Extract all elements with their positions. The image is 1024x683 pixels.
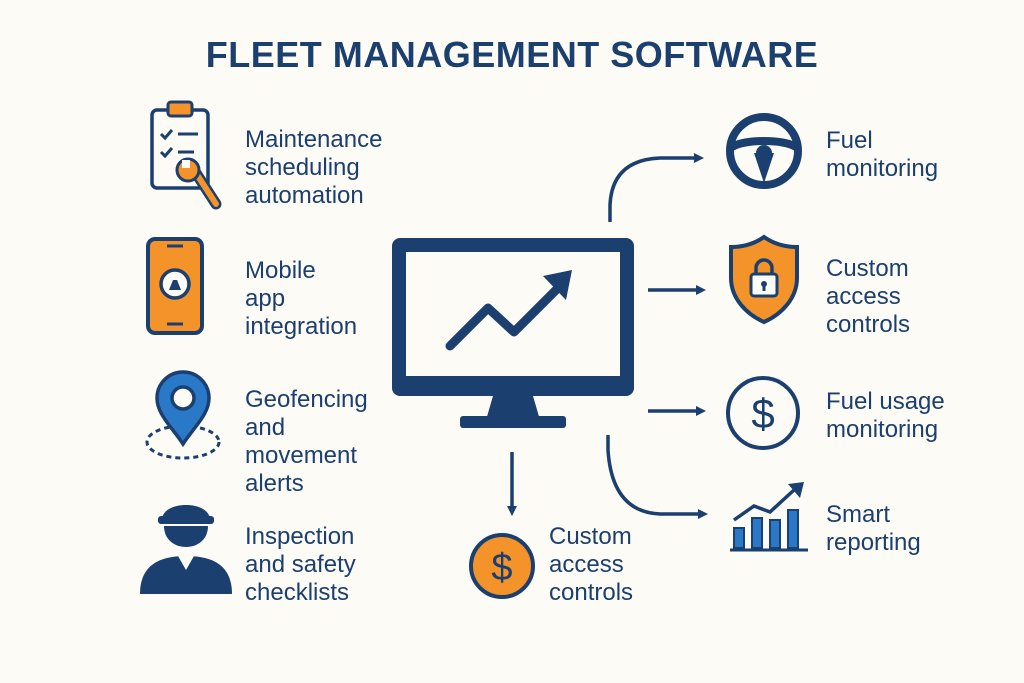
- label-line: controls: [549, 579, 634, 606]
- label-line: Mobile: [245, 257, 316, 284]
- dollar-coin-icon: $: [469, 533, 535, 599]
- label-line: and: [245, 414, 286, 441]
- driver-icon: [140, 505, 232, 594]
- label-line: access: [549, 551, 624, 578]
- label-line: Fuel usage: [826, 388, 945, 415]
- label-line: movement: [245, 442, 358, 469]
- label-line: Fuel: [826, 127, 873, 154]
- shield-lock-icon: [729, 234, 799, 325]
- steering-wheel-icon: [726, 113, 802, 189]
- arrow-to-smart-reporting: [606, 435, 708, 519]
- svg-text:$: $: [491, 547, 512, 589]
- left-feature-mobile-app: Mobile app integration: [245, 257, 357, 341]
- label-line: reporting: [826, 529, 921, 556]
- label-line: app: [245, 285, 286, 312]
- label-line: Custom: [826, 255, 909, 282]
- arrow-to-fuel-monitoring: [608, 153, 704, 222]
- label-line: monitoring: [826, 155, 939, 182]
- right-feature-access-controls: Custom access controls: [826, 255, 910, 339]
- label-line: and safety: [245, 551, 356, 578]
- bar-chart-icon: [730, 482, 808, 552]
- monitor-trend-icon: [392, 238, 634, 428]
- mobile-phone-icon: [146, 237, 204, 335]
- label-line: monitoring: [826, 416, 939, 443]
- label-line: Geofencing: [245, 386, 368, 413]
- bottom-feature-access-controls: Custom access controls: [549, 523, 633, 607]
- label-line: Smart: [826, 501, 891, 528]
- label-line: Maintenance: [245, 126, 383, 153]
- label-line: controls: [826, 311, 911, 338]
- right-feature-fuel-monitoring: Fuel monitoring: [826, 127, 938, 183]
- left-feature-maintenance: Maintenance scheduling automation: [245, 126, 382, 210]
- label-line: Custom: [549, 523, 632, 550]
- label-line: Inspection: [245, 523, 355, 550]
- label-line: alerts: [245, 470, 304, 497]
- dollar-circle-icon: $: [726, 376, 800, 450]
- right-feature-fuel-usage: Fuel usage monitoring: [826, 388, 945, 444]
- label-line: automation: [245, 182, 364, 209]
- page-title: FLEET MANAGEMENT SOFTWARE: [205, 34, 819, 75]
- left-feature-inspection: Inspection and safety checklists: [245, 523, 356, 607]
- label-line: checklists: [245, 579, 350, 606]
- label-line: scheduling: [245, 154, 360, 181]
- map-pin-icon: [145, 370, 221, 460]
- right-feature-smart-reporting: Smart reporting: [826, 501, 921, 557]
- label-line: integration: [245, 313, 358, 340]
- svg-text:$: $: [751, 390, 774, 437]
- left-feature-geofencing: Geofencing and movement alerts: [245, 386, 368, 498]
- clipboard-wrench-icon: [150, 100, 222, 210]
- label-line: access: [826, 283, 901, 310]
